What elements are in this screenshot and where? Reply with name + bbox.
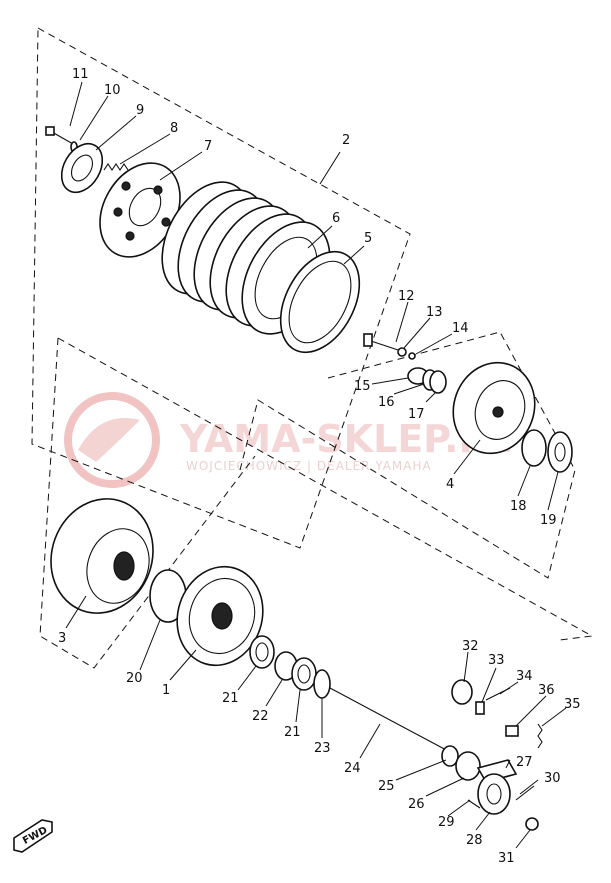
callout-2: 2 <box>342 133 350 148</box>
callout-29: 29 <box>438 815 455 830</box>
part-1-gear <box>176 565 264 667</box>
part-7-pressure-plate <box>99 162 181 258</box>
callout-26: 26 <box>408 797 425 812</box>
part-35-spring <box>537 723 543 749</box>
part-23-washer <box>313 669 331 699</box>
callout-6: 6 <box>332 211 340 226</box>
callout-27: 27 <box>516 755 533 770</box>
part-19-thrust-plate <box>547 431 573 473</box>
part-5-clutch-plate <box>279 250 361 354</box>
callout-1: 1 <box>162 683 170 698</box>
callout-14: 14 <box>452 321 469 336</box>
part-33-pin <box>475 701 485 715</box>
group-outline-clutch-pack <box>31 27 411 549</box>
callout-31: 31 <box>498 851 515 866</box>
part-30-bolt <box>515 785 535 801</box>
part-13-ball <box>397 347 407 357</box>
callout-28: 28 <box>466 833 483 848</box>
callout-4: 4 <box>446 477 454 492</box>
part-18-circlip <box>521 429 547 467</box>
callout-10: 10 <box>104 83 121 98</box>
callout-21-a: 21 <box>222 691 239 706</box>
fwd-marker: FWD <box>13 819 53 853</box>
callout-30: 30 <box>544 771 561 786</box>
callout-11: 11 <box>72 67 89 82</box>
part-28-housing <box>477 773 511 815</box>
leader-lines <box>65 81 567 849</box>
part-21-bearing-b <box>291 657 317 691</box>
part-12-push-rod <box>363 333 399 351</box>
part-26-lever <box>455 751 481 781</box>
callout-36: 36 <box>538 683 555 698</box>
part-25-seal <box>441 745 459 767</box>
callout-7: 7 <box>204 139 212 154</box>
part-24-shaft <box>329 687 451 753</box>
callout-12: 12 <box>398 289 415 304</box>
callout-13: 13 <box>426 305 443 320</box>
part-36-bolt <box>505 725 519 737</box>
callout-24: 24 <box>344 761 361 776</box>
callout-16: 16 <box>378 395 395 410</box>
callout-25: 25 <box>378 779 395 794</box>
callout-21-b: 21 <box>284 725 301 740</box>
callout-18: 18 <box>510 499 527 514</box>
callout-22: 22 <box>252 709 269 724</box>
part-32-cap <box>451 679 473 705</box>
part-29-bolt <box>467 799 481 809</box>
callouts: 11 10 9 8 7 2 6 5 12 13 14 15 16 17 4 18… <box>58 67 581 866</box>
part-3-clutch-housing <box>50 498 154 614</box>
group-outline-pressure-hub <box>239 331 576 579</box>
callout-33: 33 <box>488 653 505 668</box>
part-31-nut <box>525 817 539 831</box>
watermark: YAMA-SKLEP.PL WOJCIECHOWICZ | DEALER YAM… <box>64 392 511 488</box>
callout-17: 17 <box>408 407 425 422</box>
callout-32: 32 <box>462 639 479 654</box>
group-outline-housing <box>39 337 256 669</box>
callout-5: 5 <box>364 231 372 246</box>
callout-35: 35 <box>564 697 581 712</box>
part-14-washer <box>408 352 416 360</box>
callout-20: 20 <box>126 671 143 686</box>
callout-19: 19 <box>540 513 557 528</box>
part-4-clutch-boss <box>452 361 536 455</box>
callout-8: 8 <box>170 121 178 136</box>
part-21-bearing-a <box>249 635 275 669</box>
callout-9: 9 <box>136 103 144 118</box>
part-17-washer <box>429 370 447 394</box>
watermark-sub: WOJCIECHOWICZ | DEALER YAMAHA <box>186 459 432 473</box>
part-8-spring <box>103 163 129 171</box>
part-9-plate <box>60 142 104 194</box>
callout-23: 23 <box>314 741 331 756</box>
callout-34: 34 <box>516 669 533 684</box>
callout-15: 15 <box>354 379 371 394</box>
callout-3: 3 <box>58 631 66 646</box>
